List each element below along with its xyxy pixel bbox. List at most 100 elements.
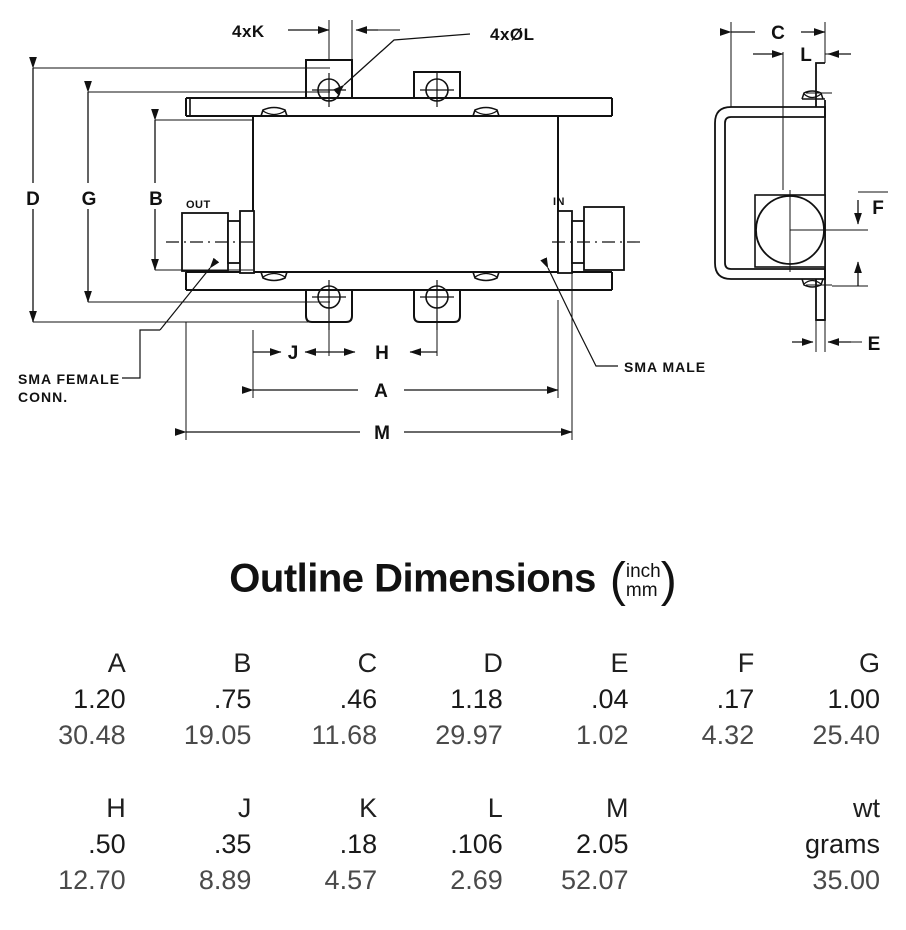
- dimension-L: [753, 50, 851, 190]
- table-title: Outline Dimensions: [229, 556, 596, 601]
- dim-label-C: C: [771, 23, 785, 44]
- note-sma-female-line1: SMA FEMALE: [18, 371, 120, 387]
- cell-header: B: [233, 647, 252, 678]
- cell-mm: 30.48: [58, 719, 126, 750]
- side-view-connector-circle: [754, 190, 826, 272]
- cell-header: A: [107, 647, 126, 678]
- table-row-inch-2: .50 .35 .18 .106 2.05 grams: [0, 826, 880, 862]
- dimension-H: [329, 330, 438, 356]
- cell-mm: 29.97: [435, 719, 503, 750]
- dimension-table-group-2: H J K L M wt .50 .35 .18 .106 2.05 grams…: [0, 790, 880, 898]
- cell-header: wt: [853, 792, 880, 823]
- dim-label-B: B: [149, 189, 163, 210]
- flange-plate-top: [185, 97, 613, 117]
- side-view-tab-top: [801, 62, 832, 107]
- dimension-M: [174, 270, 573, 440]
- flange-bump-bottom-right: [472, 271, 500, 282]
- cell-mm: 8.89: [198, 864, 252, 895]
- flange-bump-bottom-left: [260, 271, 288, 282]
- leader-sma-male: [540, 257, 618, 367]
- note-sma-male: SMA MALE: [624, 359, 706, 375]
- cell-inch: .18: [339, 828, 378, 859]
- dimension-A: [241, 300, 559, 398]
- cell-header: C: [357, 647, 378, 678]
- cell-inch: 2.05: [575, 828, 629, 859]
- cell-mm: 4.32: [701, 719, 755, 750]
- cell-header: E: [610, 647, 629, 678]
- note-sma-female-line2: CONN.: [18, 389, 68, 405]
- dim-label-A: A: [374, 381, 388, 402]
- cell-inch: .17: [716, 683, 755, 714]
- dim-label-D: D: [26, 189, 40, 210]
- table-row-inch-1: 1.20 .75 .46 1.18 .04 .17 1.00: [0, 681, 880, 717]
- unit-mm: mm: [625, 580, 658, 601]
- cell-inch: .04: [590, 683, 629, 714]
- cell-header: M: [606, 792, 629, 823]
- main-body-outline: [252, 115, 559, 273]
- cell-mm: 25.40: [812, 719, 880, 750]
- cell-mm: 12.70: [58, 864, 126, 895]
- cell-mm: 19.05: [183, 719, 252, 750]
- table-row-headers-1: A B C D E F G: [0, 645, 880, 681]
- paren-open: (: [609, 554, 626, 607]
- cell-inch: .50: [88, 828, 126, 859]
- connector-out: [166, 210, 258, 274]
- port-label-in: IN: [553, 196, 565, 208]
- cell-header: K: [359, 792, 378, 823]
- port-label-out: OUT: [186, 199, 211, 211]
- mounting-tab-bottom-right: [413, 280, 461, 330]
- dimension-J: [252, 330, 330, 398]
- cell-mm: 35.00: [812, 864, 880, 895]
- dim-label-H: H: [375, 343, 389, 364]
- dimension-C: [719, 22, 826, 107]
- callout-4xK: 4xK: [232, 22, 265, 41]
- leader-sma-female: [122, 257, 220, 379]
- flange-bump-top-left: [260, 106, 288, 117]
- dimension-E: [792, 320, 862, 352]
- cell-header: F: [737, 647, 755, 678]
- cell-header: L: [487, 792, 503, 823]
- flange-plate-bottom: [185, 271, 613, 291]
- cell-header: D: [483, 647, 503, 678]
- mounting-tab-top-right: [413, 71, 461, 107]
- cell-mm: 2.69: [450, 864, 503, 895]
- cell-mm: 11.68: [311, 719, 378, 750]
- dim-label-E: E: [868, 334, 881, 355]
- dimension-table-group-1: A B C D E F G 1.20 .75 .46 1.18 .04 .17 …: [0, 645, 880, 753]
- dim-label-F: F: [872, 198, 884, 219]
- cell-header: H: [106, 792, 126, 823]
- paren-close: ): [660, 554, 677, 607]
- dimension-D: [24, 56, 330, 323]
- cell-header: [629, 790, 755, 826]
- callout-4x-dia-L: 4xØL: [490, 25, 535, 44]
- drawing-canvas: D G B J H A M C L F E 4xK 4xØL OUT IN SM…: [18, 20, 888, 444]
- leader-4xdiaL: [333, 33, 471, 96]
- cell-inch: [629, 826, 755, 862]
- dim-label-L: L: [800, 45, 812, 66]
- dimension-F: [790, 191, 888, 287]
- unit-inch: inch: [625, 560, 661, 582]
- mounting-flange-top: [189, 97, 560, 116]
- cell-mm: 52.07: [560, 864, 629, 895]
- cell-inch: 1.18: [450, 683, 503, 714]
- side-view-tab-bottom: [801, 278, 832, 321]
- cell-inch: .46: [339, 683, 378, 714]
- cell-header: J: [237, 792, 252, 823]
- connector-in: [552, 206, 640, 274]
- dimension-B: [147, 108, 253, 271]
- outline-drawing: D G B J H A M C L F E 4xK 4xØL OUT IN SM…: [18, 20, 888, 444]
- cell-mm: [629, 862, 755, 898]
- dim-label-J: J: [288, 343, 299, 364]
- flange-bump-top-right: [472, 106, 500, 117]
- cell-mm: 1.02: [575, 719, 629, 750]
- cell-inch: grams: [804, 828, 880, 859]
- table-row-headers-2: H J K L M wt: [0, 790, 880, 826]
- cell-inch: 1.20: [73, 683, 126, 714]
- cell-header: G: [858, 647, 880, 678]
- cell-mm: 4.57: [324, 864, 378, 895]
- cell-inch: .35: [213, 828, 252, 859]
